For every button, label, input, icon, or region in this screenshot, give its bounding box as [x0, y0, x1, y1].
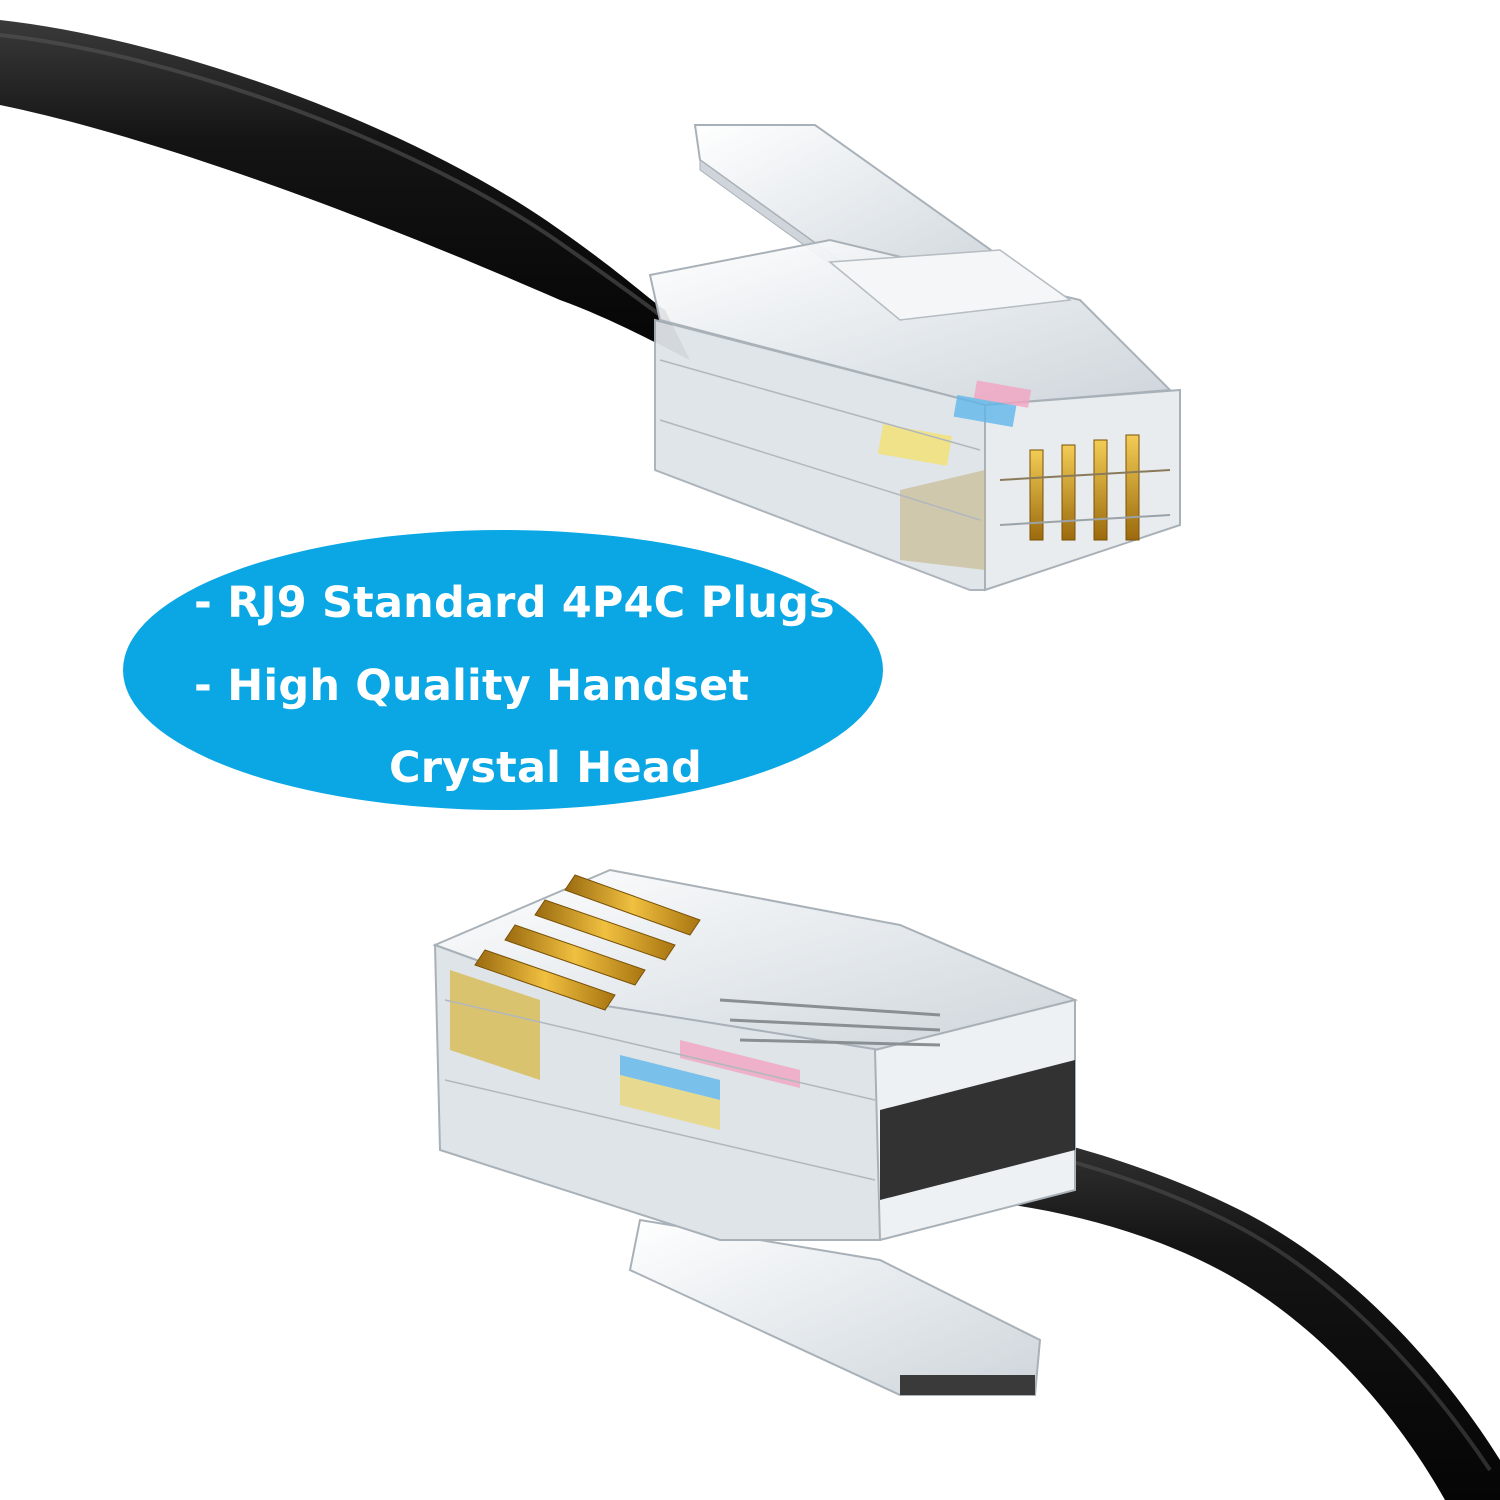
top-plug — [648, 124, 1181, 592]
top-plug-contacts — [999, 434, 1171, 541]
bottom-plug — [432, 868, 1079, 1396]
callout-line-rj9-standard: - RJ9 Standard 4P4C Plugs — [194, 578, 835, 628]
callout-background — [123, 530, 883, 810]
callout-line-crystal-head: Crystal Head — [389, 743, 703, 793]
callout-line-high-quality: - High Quality Handset — [194, 661, 750, 711]
top-cable — [0, 20, 690, 360]
bottom-plug-contacts — [450, 874, 701, 1080]
